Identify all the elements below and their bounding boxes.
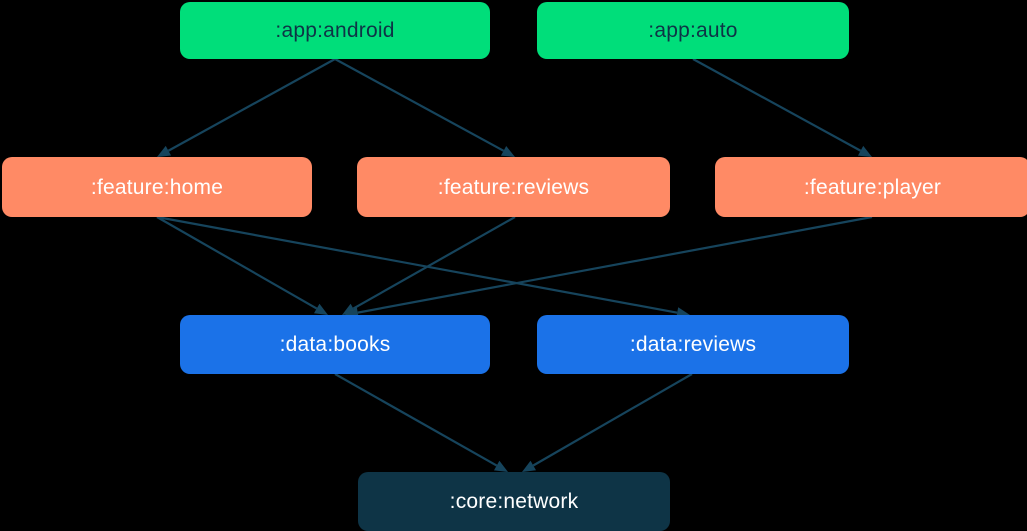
edge-line <box>352 216 516 310</box>
node-app-auto[interactable]: :app:auto <box>537 2 849 59</box>
edge-feature-player-to-data-books <box>345 215 873 319</box>
edge-app-android-to-feature-home <box>157 58 336 157</box>
edge-arrowhead <box>493 460 508 472</box>
edge-arrowhead <box>157 145 172 157</box>
edge-data-reviews-to-core-network <box>522 373 693 472</box>
node-data-reviews[interactable]: :data:reviews <box>537 315 849 374</box>
node-app-android[interactable]: :app:android <box>180 2 490 59</box>
node-feature-player[interactable]: :feature:player <box>715 157 1027 217</box>
edge-app-auto-to-feature-player <box>692 58 872 157</box>
edge-arrowhead <box>500 145 515 157</box>
node-label: :feature:reviews <box>437 175 590 199</box>
node-label: :feature:player <box>803 175 942 199</box>
node-feature-home[interactable]: :feature:home <box>2 157 312 217</box>
edge-arrowhead <box>313 303 328 315</box>
edge-app-android-to-feature-reviews <box>334 58 515 157</box>
edge-line <box>156 215 678 314</box>
node-label: :feature:home <box>90 175 224 199</box>
edge-line <box>334 373 498 467</box>
edge-arrowhead <box>522 460 537 472</box>
edge-data-books-to-core-network <box>334 373 508 472</box>
edge-feature-home-to-data-reviews <box>156 215 690 319</box>
node-label: :app:android <box>275 19 395 42</box>
edge-line <box>167 58 336 152</box>
edge-line <box>532 373 693 467</box>
node-label: :app:auto <box>648 19 738 42</box>
node-data-books[interactable]: :data:books <box>180 315 490 374</box>
node-core-network[interactable]: :core:network <box>358 472 670 531</box>
edge-line <box>692 58 862 152</box>
edge-line <box>334 58 505 152</box>
node-label: :data:books <box>279 333 391 356</box>
node-label: :core:network <box>449 490 579 513</box>
edge-arrowhead <box>342 303 357 315</box>
edge-line <box>156 216 318 310</box>
node-feature-reviews[interactable]: :feature:reviews <box>357 157 670 217</box>
edge-feature-home-to-data-books <box>156 216 328 315</box>
edge-line <box>357 215 873 314</box>
edge-feature-reviews-to-data-books <box>342 216 516 315</box>
edge-arrowhead <box>857 145 872 157</box>
node-label: :data:reviews <box>629 333 757 356</box>
